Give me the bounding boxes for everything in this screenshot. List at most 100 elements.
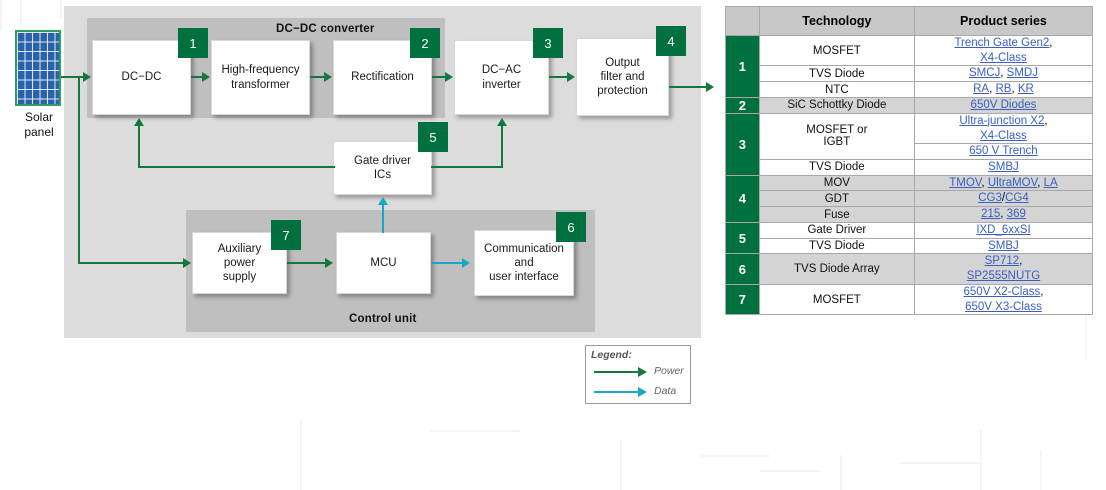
table-row: TVS Diode SMBJ — [726, 237, 1094, 255]
product-series-cell: 215, 369 — [913, 206, 1094, 223]
arrow-gatedriver-to-dcdc — [134, 118, 144, 126]
technology-cell: TVS Diode — [758, 65, 915, 83]
badge-4: 4 — [656, 26, 686, 56]
product-link[interactable]: UltraMOV — [987, 176, 1038, 189]
technology-cell: Fuse — [758, 206, 915, 223]
watermark-line — [980, 430, 982, 490]
product-link[interactable]: CG4 — [1005, 192, 1029, 205]
product-link[interactable]: KR — [1017, 83, 1034, 96]
watermark-line — [760, 470, 820, 472]
arrow-solar-to-dcdc — [83, 72, 91, 82]
row-number-5: 5 — [725, 221, 760, 255]
wire-gatedriver-to-inverter-v — [501, 126, 503, 167]
product-link[interactable]: X4-Class — [980, 129, 1027, 142]
legend-power-label: Power — [654, 365, 684, 377]
product-series-cell: SP712,SP2555NUTG — [913, 253, 1094, 285]
technology-cell: NTC — [758, 81, 915, 98]
product-link[interactable]: CG3 — [978, 192, 1002, 205]
product-link[interactable]: TMOV — [949, 176, 982, 189]
product-link[interactable]: X4-Class — [980, 51, 1027, 64]
product-series-cell: SMBJ — [913, 237, 1094, 255]
product-link[interactable]: 650V X2-Class — [963, 285, 1041, 298]
wire-transformer-to-rectification — [310, 76, 325, 78]
block-mcu[interactable]: MCU — [336, 232, 431, 294]
badge-5: 5 — [418, 122, 448, 152]
product-series-cell: SMCJ, SMDJ — [913, 65, 1094, 83]
product-link[interactable]: IXD_6xxSI — [976, 223, 1031, 236]
product-link[interactable]: SP712 — [984, 255, 1020, 268]
product-series-cell: RA, RB, KR — [913, 81, 1094, 98]
arrow-inverter-to-filter — [567, 72, 575, 82]
arrow-rectification-to-inverter — [445, 72, 453, 82]
badge-6: 6 — [556, 212, 586, 242]
product-series-cell: CG3/CG4 — [913, 190, 1094, 208]
product-link[interactable]: 650V Diodes — [970, 99, 1037, 112]
product-link[interactable]: Ultra-junction X2 — [959, 114, 1045, 127]
wire-filter-to-grid — [669, 86, 707, 88]
control-unit-title: Control unit — [349, 313, 417, 325]
watermark-line — [430, 430, 520, 432]
product-link[interactable]: SMBJ — [988, 161, 1019, 174]
legend-data-arrow-icon — [638, 387, 647, 397]
watermark-line — [700, 455, 770, 457]
arrow-mcu-to-communication — [462, 258, 470, 268]
product-link[interactable]: SMCJ — [968, 67, 1001, 80]
product-link[interactable]: 369 — [1006, 208, 1026, 221]
arrow-transformer-to-rectification — [324, 72, 332, 82]
product-link[interactable]: SMBJ — [988, 239, 1019, 252]
dc-dc-converter-title: DC−DC converter — [276, 23, 375, 35]
table-row: 650 V Trench — [726, 143, 1094, 161]
arrow-mcu-to-gatedriver — [378, 197, 388, 205]
product-link[interactable]: RA — [973, 83, 990, 96]
header-technology: Technology — [758, 6, 915, 36]
badge-2: 2 — [410, 28, 440, 58]
arrow-dcdc-to-transformer — [202, 72, 210, 82]
arrow-filter-to-grid — [706, 82, 714, 92]
product-link[interactable]: 650V X3-Class — [965, 300, 1042, 313]
wire-to-aux-supply — [78, 262, 184, 264]
badge-1: 1 — [178, 28, 208, 58]
table-header-row: Technology Product series — [725, 6, 1094, 36]
product-series-cell: TMOV, UltraMOV, LA — [913, 174, 1094, 192]
row-number-7: 7 — [725, 283, 760, 316]
product-link[interactable]: 215 — [981, 208, 1001, 221]
wire-dcdc-to-transformer — [191, 76, 204, 78]
product-link[interactable]: RB — [995, 83, 1012, 96]
wire-mcu-to-communication — [431, 262, 463, 264]
product-link[interactable]: SP2555NUTG — [966, 270, 1041, 283]
product-series-cell: SMBJ — [913, 159, 1094, 176]
block-dc-dc[interactable]: DC−DC — [92, 40, 191, 115]
product-series-cell: Trench Gate Gen2,X4-Class — [913, 34, 1094, 67]
wire-gatedriver-to-dcdc-h — [138, 166, 335, 168]
row-number-2: 2 — [725, 96, 760, 114]
wire-mcu-to-gatedriver — [382, 205, 384, 233]
badge-7: 7 — [271, 220, 301, 250]
legend-data-line — [594, 391, 638, 393]
product-link[interactable]: 650 V Trench — [969, 145, 1038, 158]
product-link[interactable]: Trench Gate Gen2 — [954, 37, 1050, 49]
wire-solar-down — [78, 76, 80, 263]
row-number-1: 1 — [725, 35, 760, 98]
legend-power-arrow-icon — [638, 367, 647, 377]
technology-cell: TVS Diode — [758, 237, 915, 255]
wire-solar-to-dcdc — [61, 76, 84, 78]
wire-gatedriver-to-inverter-h — [431, 166, 503, 168]
product-link[interactable]: SMDJ — [1006, 67, 1038, 80]
product-series-cell: 650 V Trench — [913, 143, 1094, 161]
watermark-line — [300, 420, 302, 490]
row-number-3: 3 — [725, 112, 760, 176]
product-link[interactable]: LA — [1043, 176, 1058, 189]
technology-cell: MOSFET — [758, 34, 915, 67]
